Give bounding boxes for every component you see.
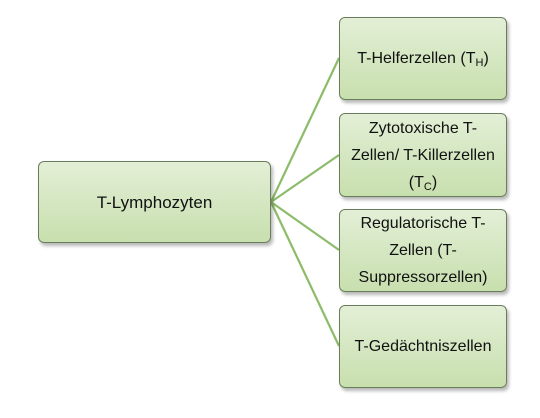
child-node-label: T-Helferzellen (TH) [357,50,489,69]
subscript: C [423,180,432,193]
child-node-label: Zytotoxische T-Zellen/ T-Killerzellen (T… [351,119,495,193]
child-node-gedaechtniszellen: T-Gedächtniszellen [339,305,507,388]
child-node-regulatorische: Regulatorische T-Zellen (T-Suppressorzel… [339,209,507,292]
child-node-killerzellen: Zytotoxische T-Zellen/ T-Killerzellen (T… [339,113,507,197]
root-node: T-Lymphozyten [38,161,271,243]
child-node-label: T-Gedächtniszellen [354,338,492,355]
subscript: H [475,57,484,69]
connector-line-4 [270,201,340,347]
connector-line-3 [270,201,340,251]
root-node-label: T-Lymphozyten [96,192,213,212]
connector-line-1 [270,57,340,203]
connector-line-2 [270,154,340,203]
child-node-helferzellen: T-Helferzellen (TH) [339,17,507,100]
child-node-label: Regulatorische T-Zellen (T-Suppressorzel… [358,215,488,286]
